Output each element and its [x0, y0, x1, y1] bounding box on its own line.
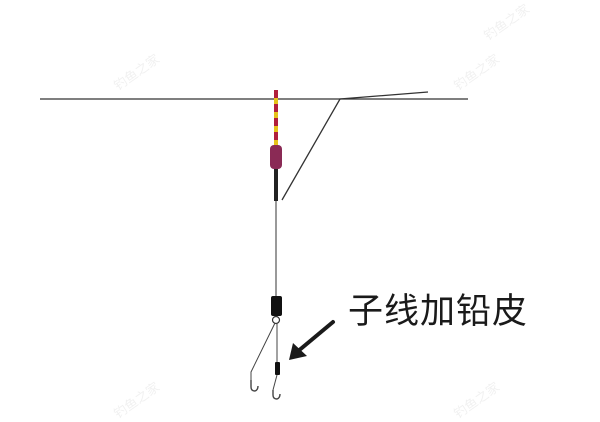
annotation-label: 子线加铅皮: [348, 292, 529, 332]
float-stem: [274, 169, 278, 201]
arrow-icon: [289, 320, 335, 360]
diagram-stage: 子线加铅皮 钓鱼之家 钓鱼之家 钓鱼之家 钓鱼之家 钓鱼之家: [40, 2, 533, 422]
hook-line-right-lower: [272, 374, 278, 391]
fishing-rig-diagram: [40, 90, 468, 400]
swivel-ring: [271, 315, 281, 325]
hook-right-icon: [272, 390, 281, 400]
float-body: [270, 145, 282, 169]
rod-line: [281, 91, 429, 201]
float-antenna: [274, 90, 278, 145]
lead-sinker: [271, 296, 282, 316]
branch-lead-sinker: [275, 362, 280, 375]
hook-line-left: [250, 322, 276, 380]
hook-left-icon: [250, 380, 259, 392]
